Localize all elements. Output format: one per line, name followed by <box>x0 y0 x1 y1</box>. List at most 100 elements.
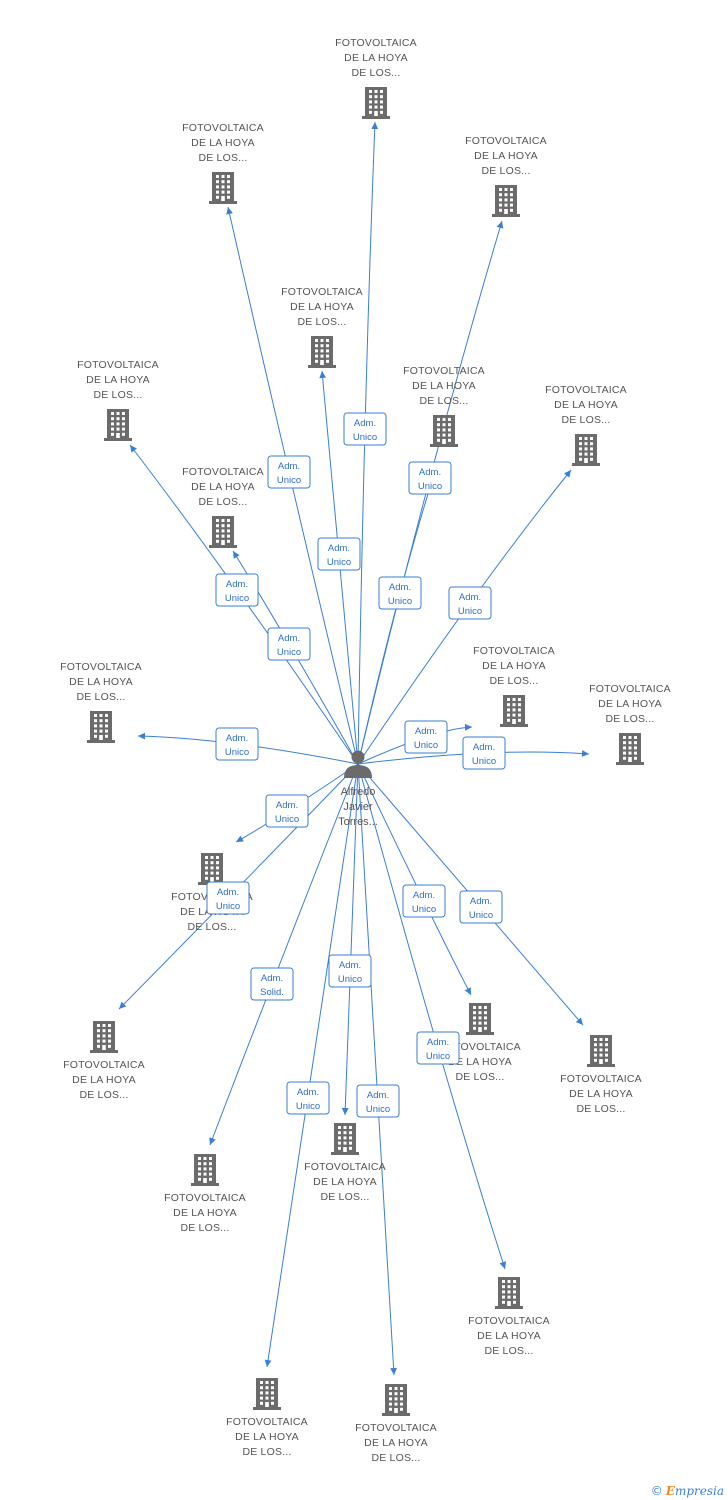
company-name-line: DE LA HOYA <box>235 1431 299 1443</box>
company-name-line: FOTOVOLTAICA <box>182 122 264 134</box>
brand-rest: mpresia <box>674 1484 724 1498</box>
company-name-line: DE LOS... <box>419 395 468 407</box>
company-name-line: FOTOVOLTAICA <box>335 37 417 49</box>
relation-role-line: Adm. <box>415 726 437 737</box>
company-name-line: FOTOVOLTAICA <box>281 286 363 298</box>
building-icon <box>90 1021 118 1053</box>
company-name-line: FOTOVOLTAICA <box>473 645 555 657</box>
arrowhead-icon <box>119 1001 127 1009</box>
relation-role-line: Adm. <box>339 960 361 971</box>
relation-role-line: Adm. <box>276 800 298 811</box>
arrowhead-icon <box>341 1107 349 1115</box>
person-node[interactable]: AlfredoJavierTorres... <box>338 750 378 829</box>
building-icon <box>430 415 458 447</box>
company-name-line: DE LA HOYA <box>313 1176 377 1188</box>
copyright-icon: © <box>650 1484 663 1498</box>
arrowhead-icon <box>209 1137 216 1145</box>
relation-badge[interactable]: Adm.Unico <box>267 627 311 661</box>
building-icon <box>104 409 132 441</box>
building-icon <box>382 1384 410 1416</box>
relation-badge[interactable]: Adm.Unico <box>206 881 250 915</box>
company-name-line: FOTOVOLTAICA <box>226 1416 308 1428</box>
relation-badge[interactable]: Adm.Solid. <box>250 967 294 1001</box>
company-name-line: DE LOS... <box>455 1071 504 1083</box>
building-icon <box>308 336 336 368</box>
relation-edge <box>357 763 472 996</box>
company-name-line: DE LOS... <box>605 713 654 725</box>
relation-badge[interactable]: Adm.Unico <box>459 890 503 924</box>
relation-role-line: Unico <box>472 756 496 767</box>
relation-badge[interactable]: Adm.Unico <box>448 586 492 620</box>
company-name-line: DE LA HOYA <box>364 1437 428 1449</box>
company-name-line: DE LA HOYA <box>598 698 662 710</box>
company-name-line: DE LOS... <box>561 414 610 426</box>
company-name-line: DE LOS... <box>187 921 236 933</box>
company-name-line: DE LA HOYA <box>72 1074 136 1086</box>
relation-badge[interactable]: Adm. Unico <box>265 794 309 828</box>
relation-badge[interactable]: Adm.Unico <box>404 720 448 754</box>
building-icon <box>253 1378 281 1410</box>
relation-role-line: Adm. <box>261 973 283 984</box>
relation-badge[interactable]: Adm.Unico <box>378 576 422 610</box>
relation-role-line: Unico <box>275 814 299 825</box>
arrowhead-icon <box>575 1017 583 1025</box>
relation-badge[interactable]: Adm.Unico <box>267 455 311 489</box>
relation-badge[interactable]: Adm.Unico <box>416 1031 460 1065</box>
arrowhead-icon <box>563 470 571 478</box>
building-icon <box>362 87 390 119</box>
relation-role-line: Unico <box>426 1051 450 1062</box>
relation-badge[interactable]: Adm.Unico <box>462 736 506 770</box>
company-name-line: FOTOVOLTAICA <box>63 1059 145 1071</box>
relation-badge[interactable]: Adm.Unico <box>402 884 446 918</box>
arrowhead-icon <box>226 207 233 215</box>
arrowhead-icon <box>233 551 240 559</box>
relation-role-line: Adm. <box>354 418 376 429</box>
relation-badge[interactable]: Adm.Unico <box>215 573 259 607</box>
building-icon <box>466 1003 494 1035</box>
relation-badge[interactable]: Adm.Unico <box>356 1084 400 1118</box>
company-name-line: FOTOVOLTAICA <box>60 661 142 673</box>
building-icon <box>587 1035 615 1067</box>
company-name-line: DE LA HOYA <box>86 374 150 386</box>
relation-badge[interactable]: Adm.Unico <box>343 412 387 446</box>
company-name-line: DE LA HOYA <box>474 150 538 162</box>
relation-role-line: Adm. <box>470 896 492 907</box>
relation-badge[interactable]: Adm.Unico <box>317 537 361 571</box>
relation-badge[interactable]: Adm.Unico <box>215 727 259 761</box>
company-name-line: DE LOS... <box>198 496 247 508</box>
company-name-line: DE LOS... <box>93 389 142 401</box>
relation-role-line: Unico <box>277 647 301 658</box>
relation-badge[interactable]: Adm.Unico <box>286 1081 330 1115</box>
company-name-line: FOTOVOLTAICA <box>164 1192 246 1204</box>
company-name-line: FOTOVOLTAICA <box>403 365 485 377</box>
building-icon <box>209 516 237 548</box>
company-name-line: DE LOS... <box>576 1103 625 1115</box>
relation-badge[interactable]: Adm.Unico <box>408 461 452 495</box>
relation-edge <box>266 763 359 1368</box>
relation-role-line: Unico <box>296 1101 320 1112</box>
arrowhead-icon <box>371 122 379 130</box>
company-name-line: FOTOVOLTAICA <box>560 1073 642 1085</box>
empresia-brand[interactable]: ©Empresia <box>651 1484 724 1498</box>
relation-badge[interactable]: Adm.Unico <box>328 954 372 988</box>
relation-role-line: Unico <box>225 593 249 604</box>
